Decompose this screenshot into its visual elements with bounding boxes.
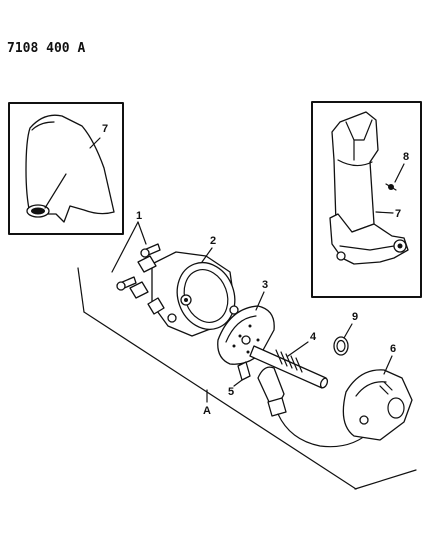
inset-left-frame: [8, 102, 124, 235]
main-assembly: 1 2 3: [77, 210, 417, 490]
inset-right: 8 7: [311, 101, 422, 298]
shield-illustration: [329, 111, 409, 265]
inset-right-frame: [311, 101, 422, 298]
distributor-cap: [129, 251, 239, 337]
housing: [342, 369, 413, 441]
base-left-edge: [77, 267, 85, 313]
boot-cover-illustration: [25, 114, 115, 223]
diagram-code: 7108 400 A: [7, 41, 85, 56]
shaft: [249, 345, 329, 389]
callout-3: 3: [262, 279, 268, 291]
pin: [237, 361, 251, 381]
callout-6: 6: [390, 343, 396, 355]
callout-7-left: 7: [102, 123, 108, 135]
inset-left: 7: [8, 102, 124, 235]
washer: [333, 336, 349, 356]
callout-5: 5: [228, 386, 234, 398]
callout-8: 8: [403, 151, 409, 163]
callout-1: 1: [136, 210, 142, 222]
callout-a: A: [203, 405, 211, 417]
screws: [116, 243, 161, 291]
base-front-edge: [83, 311, 357, 490]
callout-9: 9: [352, 311, 358, 323]
callout-4: 4: [310, 331, 317, 343]
callout-2: 2: [210, 235, 216, 247]
base-right-edge: [354, 469, 417, 490]
callout-7-right: 7: [395, 208, 401, 220]
